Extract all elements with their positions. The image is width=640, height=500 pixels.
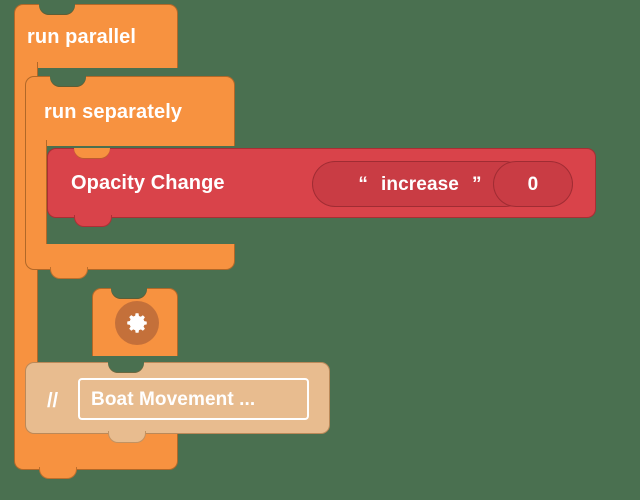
quote-open: “ — [358, 173, 369, 195]
settings-top-notch — [111, 288, 147, 299]
opacity-change-label: Opacity Change — [71, 172, 225, 194]
run-separately-spine — [25, 140, 47, 250]
block-settings[interactable] — [92, 288, 178, 356]
run-parallel-header[interactable]: run parallel — [14, 4, 178, 68]
gear-badge[interactable] — [115, 301, 159, 345]
run-separately-header[interactable]: run separately — [25, 76, 235, 146]
opacity-change-amount-value: 0 — [527, 173, 539, 195]
block-opacity-change[interactable]: Opacity Change “ increase ” 0 — [47, 148, 596, 227]
run-separately-top-notch — [50, 76, 86, 87]
run-parallel-top-notch — [39, 4, 75, 15]
comment-bottom-notch — [108, 431, 146, 443]
run-separately-label: run separately — [44, 100, 183, 123]
run-separately-footer[interactable] — [25, 244, 235, 279]
comment-text-input[interactable]: Boat Movement ... — [78, 378, 309, 420]
comment-marker: // — [47, 390, 59, 412]
run-separately-bottom-notch — [50, 267, 88, 279]
opacity-change-mode-value: increase — [381, 173, 459, 195]
opacity-change-mode-input[interactable]: “ increase ” — [312, 161, 528, 207]
comment-text-value: Boat Movement ... — [91, 388, 256, 410]
opacity-change-top-notch — [74, 148, 110, 159]
comment-top-notch — [108, 362, 144, 373]
opacity-change-bottom-notch — [74, 215, 112, 227]
run-parallel-bottom-notch — [39, 467, 77, 479]
run-parallel-footer[interactable] — [14, 434, 178, 479]
run-parallel-label: run parallel — [27, 25, 137, 48]
quote-close: ” — [471, 173, 482, 195]
block-comment[interactable]: // Boat Movement ... — [25, 362, 330, 443]
gear-icon — [127, 313, 147, 333]
opacity-change-amount-input[interactable]: 0 — [493, 161, 573, 207]
